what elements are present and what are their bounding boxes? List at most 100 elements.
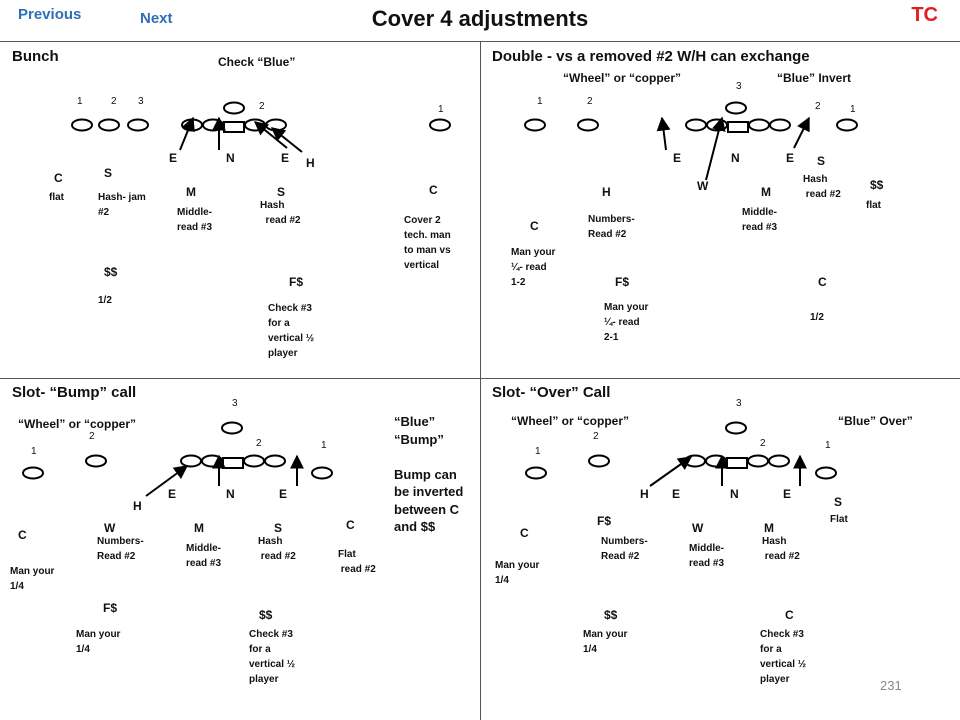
double-note-numbers: Numbers- Read #2 bbox=[588, 214, 635, 240]
over-route-h bbox=[649, 456, 693, 487]
bump-player-c-left: C bbox=[18, 528, 27, 542]
bump-num-1: 1 bbox=[31, 446, 37, 457]
over-call-right: “Blue” Over” bbox=[838, 414, 913, 428]
double-player-s: S bbox=[817, 154, 826, 168]
bunch-center-box bbox=[223, 121, 245, 133]
bump-num-2-right: 2 bbox=[256, 438, 262, 449]
over-lineman-4 bbox=[768, 454, 790, 468]
double-player-c-right: C bbox=[818, 275, 827, 289]
over-num-2: 2 bbox=[593, 431, 599, 442]
double-lineman-3 bbox=[748, 118, 770, 132]
bump-player-w: W bbox=[104, 521, 116, 535]
bump-call-left: “Wheel” or “copper” bbox=[18, 417, 137, 431]
bump-lineman-4 bbox=[264, 454, 286, 468]
bunch-call: Check “Blue” bbox=[218, 55, 296, 69]
over-heading: Slot- “Over” Call bbox=[492, 384, 611, 401]
bump-note-middle: Middle- read #3 bbox=[186, 543, 222, 569]
bunch-note-cover2: Cover 2 tech. man to man vs vertical bbox=[404, 215, 451, 271]
over-player-w: W bbox=[692, 521, 704, 535]
double-num-3: 3 bbox=[736, 81, 742, 92]
bunch-heading: Bunch bbox=[12, 48, 59, 65]
bump-te bbox=[221, 421, 243, 435]
double-lineman-1 bbox=[706, 118, 728, 132]
previous-link[interactable]: Previous bbox=[18, 6, 82, 23]
bump-dl-end-right: E bbox=[279, 487, 288, 501]
bunch-note-hash-read: Hash read #2 bbox=[260, 200, 301, 226]
bump-note-hash: Hash read #2 bbox=[258, 536, 296, 562]
bump-player-h: H bbox=[133, 499, 142, 513]
bunch-wr-3 bbox=[127, 118, 149, 132]
bunch-player-c-right: C bbox=[429, 183, 438, 197]
bump-note-man-fs: Man your 1/4 bbox=[76, 629, 121, 655]
page-number: 231 bbox=[880, 678, 902, 693]
over-num-1: 1 bbox=[535, 446, 541, 457]
double-wr-2 bbox=[577, 118, 599, 132]
over-note-numbers: Numbers- Read #2 bbox=[601, 536, 648, 562]
bunch-player-s-right: S bbox=[277, 185, 286, 199]
over-dl-nose: N bbox=[730, 487, 739, 501]
over-note-flat: Flat bbox=[830, 514, 848, 525]
double-player-dd: $$ bbox=[870, 178, 884, 192]
over-player-fs: F$ bbox=[597, 514, 612, 528]
next-link[interactable]: Next bbox=[140, 10, 173, 27]
over-note-check3: Check #3 for a vertical ½ player bbox=[760, 629, 807, 685]
bump-player-m: M bbox=[194, 521, 204, 535]
over-lineman-0 bbox=[684, 454, 706, 468]
double-lineman-4 bbox=[769, 118, 791, 132]
double-note-man-mid: Man your ¼- read 2-1 bbox=[604, 302, 649, 343]
double-player-w: W bbox=[697, 179, 709, 193]
bump-wr-2 bbox=[85, 454, 107, 468]
bunch-note-middle: Middle- read #3 bbox=[177, 207, 213, 233]
bunch-wr-far bbox=[429, 118, 451, 132]
bunch-num-1: 1 bbox=[77, 96, 83, 107]
double-player-c-left: C bbox=[530, 219, 539, 233]
over-player-h: H bbox=[640, 487, 649, 501]
double-note-half: 1/2 bbox=[810, 312, 824, 323]
over-num-1-right: 1 bbox=[825, 440, 831, 451]
double-call-right: “Blue” Invert bbox=[777, 71, 852, 85]
double-player-h: H bbox=[602, 185, 611, 199]
double-center-box bbox=[727, 121, 749, 133]
bump-player-c-right: C bbox=[346, 518, 355, 532]
double-num-1-right: 1 bbox=[850, 104, 856, 115]
over-wr-right bbox=[815, 466, 837, 480]
bunch-dl-end-left: E bbox=[169, 151, 178, 165]
double-player-m: M bbox=[761, 185, 771, 199]
double-num-2: 2 bbox=[587, 96, 593, 107]
double-route-w bbox=[705, 116, 726, 181]
bump-lineman-0 bbox=[180, 454, 202, 468]
bunch-num-te-2: 2 bbox=[259, 101, 265, 112]
over-dl-end-right: E bbox=[783, 487, 792, 501]
bunch-lineman-4 bbox=[265, 118, 287, 132]
double-note-hash: Hash read #2 bbox=[803, 174, 841, 200]
over-note-man-left: Man your 1/4 bbox=[495, 560, 540, 586]
over-note-man-dd: Man your 1/4 bbox=[583, 629, 628, 655]
over-player-m: M bbox=[764, 521, 774, 535]
double-dl-nose: N bbox=[731, 151, 740, 165]
over-note-hash: Hash read #2 bbox=[762, 536, 800, 562]
double-note-middle: Middle- read #3 bbox=[742, 207, 778, 233]
double-player-fs: F$ bbox=[615, 275, 630, 289]
double-lineman-0 bbox=[685, 118, 707, 132]
bump-player-dd: $$ bbox=[259, 608, 273, 622]
bunch-note-check3: Check #3 for a vertical ½ player bbox=[268, 303, 315, 359]
over-num-3: 3 bbox=[736, 398, 742, 409]
double-dl-end-right: E bbox=[786, 151, 795, 165]
double-wr-right bbox=[836, 118, 858, 132]
bump-num-3: 3 bbox=[232, 398, 238, 409]
double-num-2-right: 2 bbox=[815, 101, 821, 112]
bunch-num-2: 2 bbox=[111, 96, 117, 107]
double-heading: Double - vs a removed #2 W/H can exchang… bbox=[492, 48, 810, 65]
over-player-dd: $$ bbox=[604, 608, 618, 622]
double-call-left: “Wheel” or “copper” bbox=[563, 71, 682, 85]
double-dl-end-left: E bbox=[673, 151, 682, 165]
bunch-route-h bbox=[270, 127, 303, 153]
over-lineman-3 bbox=[747, 454, 769, 468]
bump-call-right: “Blue” “Bump” Bump can be inverted betwe… bbox=[394, 414, 464, 535]
bunch-wr-2 bbox=[98, 118, 120, 132]
vertical-divider bbox=[480, 41, 481, 720]
double-note-flat: flat bbox=[866, 200, 881, 211]
over-num-2-right: 2 bbox=[760, 438, 766, 449]
bump-lineman-3 bbox=[243, 454, 265, 468]
